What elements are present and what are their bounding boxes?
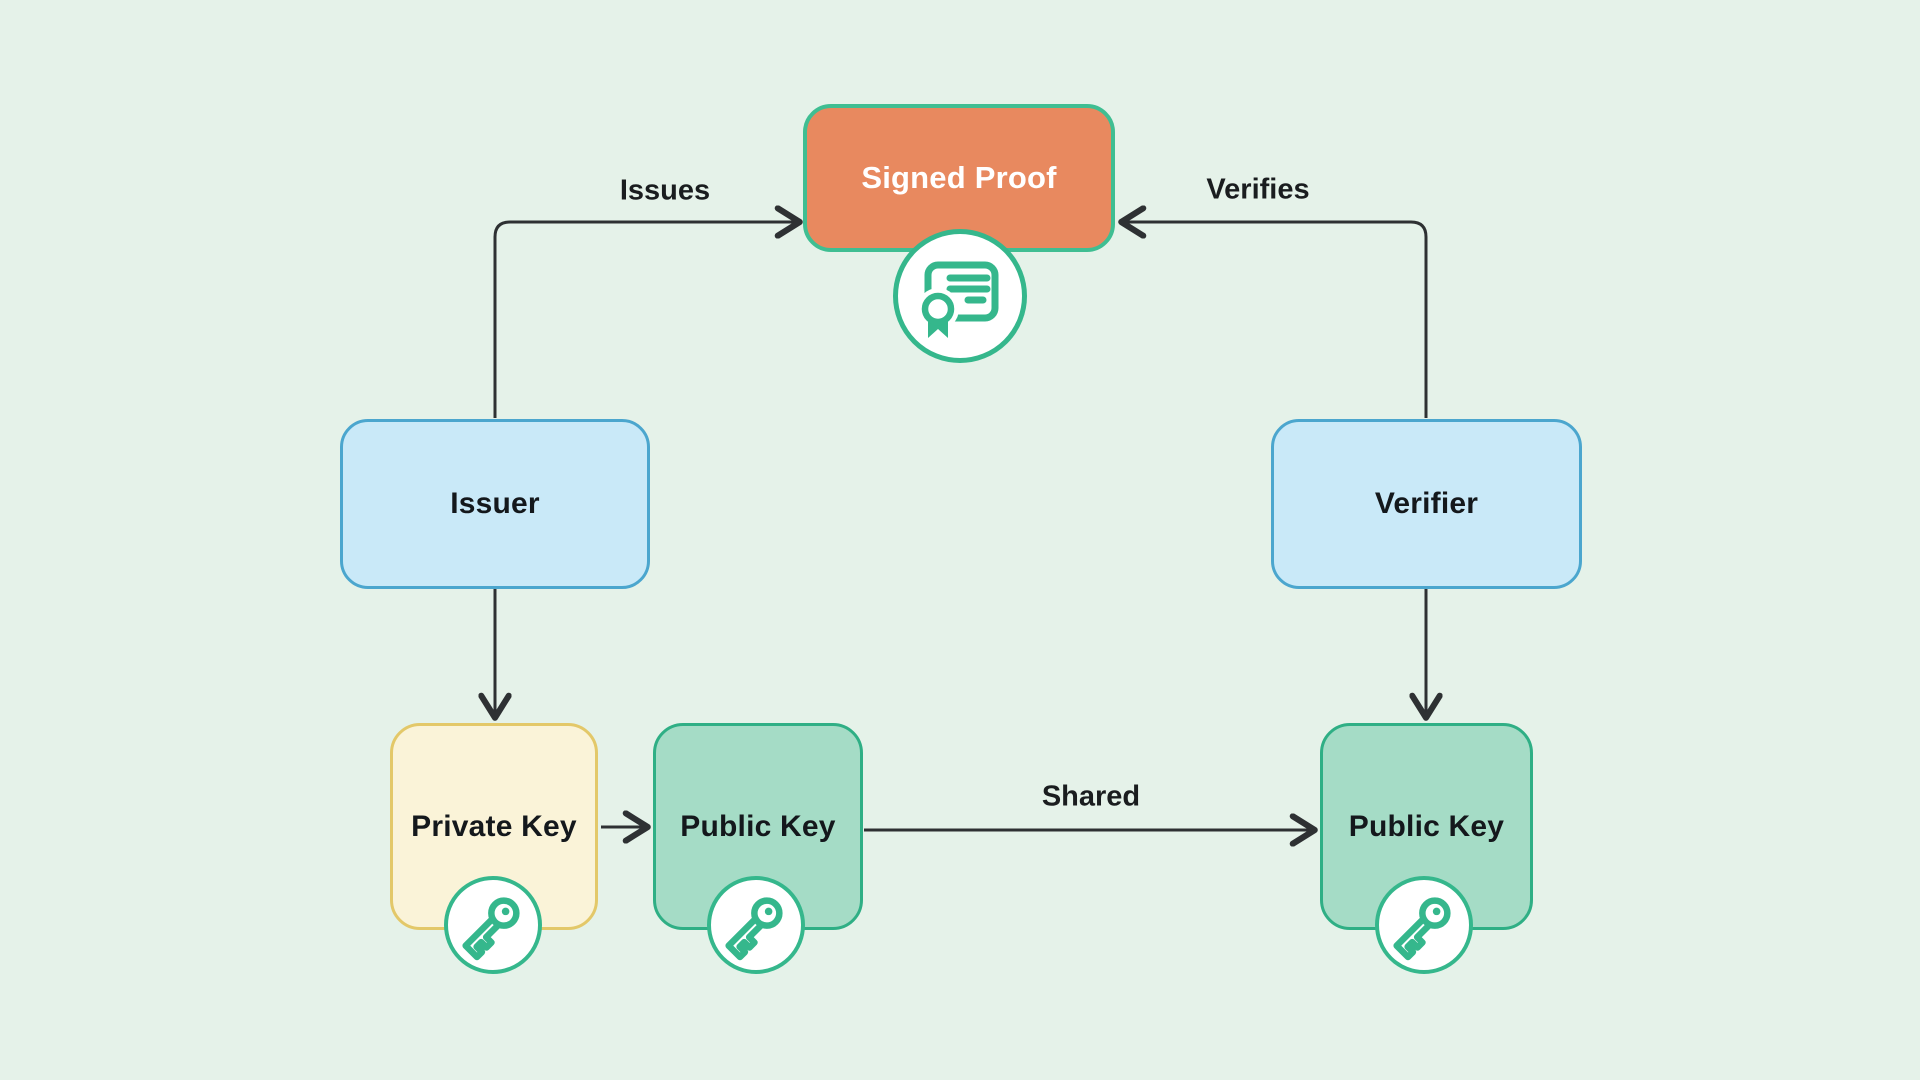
key-icon [444,876,542,974]
issuer-label: Issuer [450,487,540,520]
key-icon [707,876,805,974]
edge-verifier-to-signed-proof [1124,222,1428,418]
edge-issuer-to-signed-proof [493,222,797,418]
edge-label-issues: Issues [619,174,711,207]
key-icon [1375,876,1473,974]
signed-proof-label: Signed Proof [861,160,1057,195]
private-key-label: Private Key [411,809,577,843]
verifier-label: Verifier [1374,487,1479,520]
public-key-right-label: Public Key [1348,809,1505,843]
node-verifier: Verifier [1271,419,1582,589]
node-issuer: Issuer [340,419,650,589]
public-key-left-label: Public Key [680,809,836,843]
certificate-icon [893,229,1027,363]
edge-label-shared: Shared [1041,780,1141,813]
edge-label-verifies: Verifies [1206,173,1310,206]
